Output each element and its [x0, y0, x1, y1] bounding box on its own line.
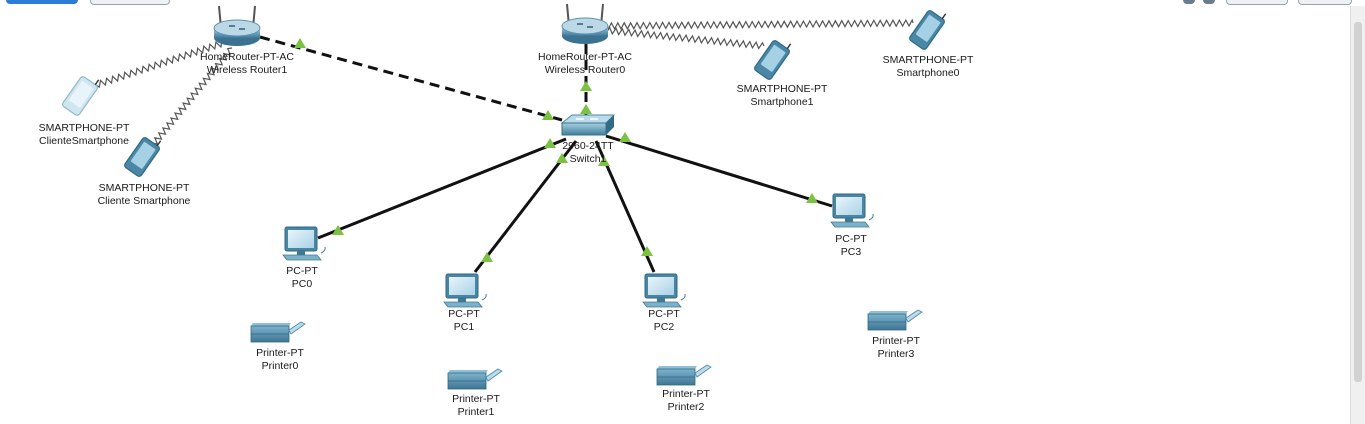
printer-icon — [867, 309, 923, 331]
device-name-label: Smartphone1 — [750, 96, 813, 108]
device-name-label: Printer2 — [668, 401, 705, 413]
smartphone-icon — [124, 137, 162, 177]
router-icon — [213, 5, 261, 46]
device-model-label: HomeRouter-PT-AC — [200, 51, 294, 63]
device-model-label: SMARTPHONE-PT — [99, 182, 190, 194]
port-up-indicator — [481, 252, 493, 262]
pc-icon — [830, 193, 874, 228]
port-up-indicator — [580, 81, 592, 91]
port-up-indicator — [332, 225, 344, 235]
toolbar-strip — [0, 0, 1365, 6]
router-icon — [561, 3, 609, 44]
port-up-indicator — [641, 246, 653, 256]
device-name-label: Printer1 — [458, 406, 495, 418]
device-model-label: PC-PT — [448, 308, 480, 320]
port-up-indicator — [580, 104, 592, 114]
smartphone-icon — [754, 40, 792, 80]
link-r0-sp0-wireless — [604, 18, 914, 31]
device-name-label: PC0 — [292, 278, 313, 290]
port-up-indicator — [806, 193, 818, 203]
toolbar-button-partial[interactable] — [1203, 0, 1215, 4]
printer-icon — [250, 321, 306, 343]
device-model-label: Printer-PT — [452, 393, 500, 405]
toolbar-button-partial[interactable] — [1226, 0, 1288, 5]
pc-icon — [642, 273, 686, 308]
link-r1-sw-cable[interactable] — [259, 35, 563, 122]
device-model-label: 2960-24TT — [562, 140, 614, 152]
device-model-label: Printer-PT — [662, 388, 710, 400]
device-name-label: PC2 — [654, 321, 675, 333]
device-name-label: Wireless Router0 — [545, 64, 626, 76]
device-name-label: Cliente Smartphone — [98, 195, 191, 207]
port-indicators — [294, 38, 818, 262]
scrollbar-thumb[interactable] — [1354, 22, 1362, 382]
device-model-label: PC-PT — [835, 233, 867, 245]
device-name-label: Printer0 — [262, 360, 299, 372]
link-r1-cs2-wireless — [149, 47, 233, 147]
toolbar-button-partial[interactable] — [90, 0, 170, 5]
switch-icon — [560, 114, 616, 136]
toolbar-button-partial[interactable] — [6, 0, 78, 4]
device-name-label: Printer3 — [878, 348, 915, 360]
device-name-label: Wireless Router1 — [207, 64, 288, 76]
device-model-label: SMARTPHONE-PT — [883, 54, 974, 66]
port-up-indicator — [598, 156, 610, 166]
toolbar-button-partial[interactable] — [1183, 0, 1195, 4]
device-model-label: Printer-PT — [872, 335, 920, 347]
pc-icon — [282, 226, 326, 261]
port-up-indicator — [544, 138, 556, 148]
port-up-indicator — [542, 110, 554, 120]
device-name-label: Switch1 — [570, 153, 607, 165]
device-model-label: HomeRouter-PT-AC — [538, 51, 632, 63]
toolbar-button-partial[interactable] — [1298, 0, 1352, 5]
pc-icon — [443, 273, 487, 308]
device-name-label: Smartphone0 — [896, 67, 959, 79]
device-model-label: PC-PT — [286, 265, 318, 277]
device-model-label: PC-PT — [648, 308, 680, 320]
printer-icon — [447, 368, 503, 390]
device-model-label: SMARTPHONE-PT — [39, 122, 130, 134]
device-name-label: PC3 — [841, 246, 862, 258]
device-model-label: SMARTPHONE-PT — [737, 83, 828, 95]
link-sw-pc0-cable[interactable] — [317, 137, 567, 240]
port-up-indicator — [619, 132, 631, 142]
smartphone-icon-light — [62, 76, 100, 116]
device-model-label: Printer-PT — [256, 347, 304, 359]
port-up-indicator — [294, 38, 306, 48]
device-name-label: PC1 — [454, 321, 475, 333]
smartphone-icon — [909, 10, 947, 50]
vertical-scrollbar[interactable] — [1350, 6, 1365, 424]
link-r1-cs-wireless — [95, 39, 227, 89]
link-r0-sp1-wireless — [602, 26, 765, 50]
device-name-label: ClienteSmartphone — [39, 135, 129, 147]
printer-icon — [656, 364, 712, 386]
link-sw-pc3-cable[interactable] — [605, 134, 833, 208]
links-layer — [95, 18, 914, 273]
port-up-indicator — [556, 153, 568, 163]
